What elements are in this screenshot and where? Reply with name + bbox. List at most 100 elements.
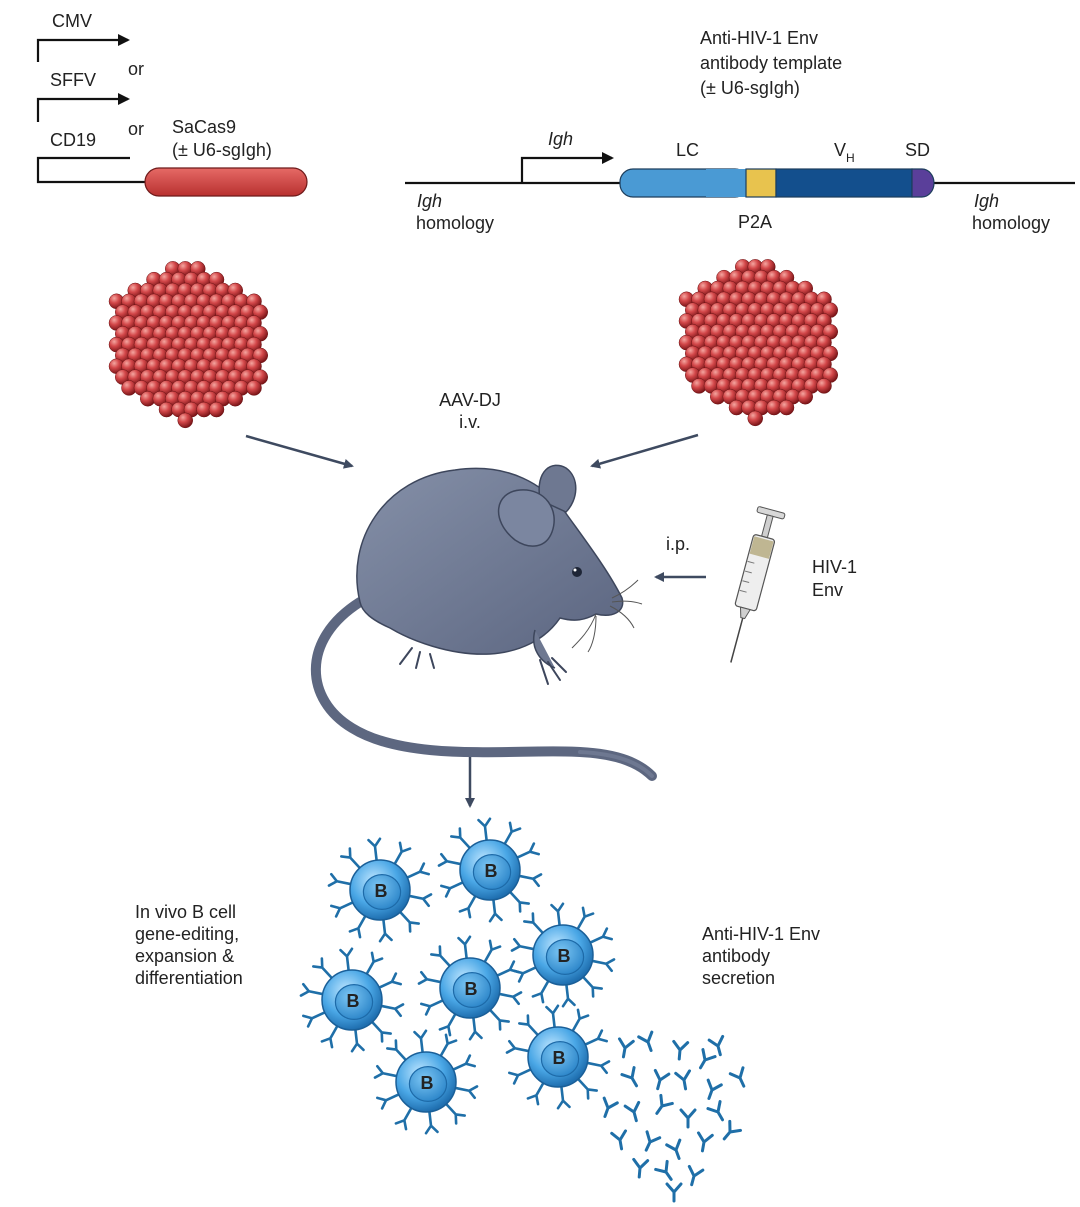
capsid-subunit: [246, 380, 262, 396]
surface-antibody: [510, 937, 535, 952]
iv-label: i.v.: [459, 412, 481, 432]
secreted-antibody: [722, 1119, 743, 1141]
template-title-2: antibody template: [700, 53, 842, 73]
secreted-antibody: [632, 1157, 650, 1179]
secreted-antibody: [617, 1037, 635, 1059]
secreted-antibody: [653, 1068, 671, 1091]
arrow-right-capsid-to-mouse: [590, 433, 699, 469]
surface-antibody: [586, 1060, 611, 1075]
surface-antibody: [380, 1003, 405, 1018]
cd19-promoter: [36, 156, 148, 184]
sffv-label: SFFV: [50, 70, 96, 90]
igh-homology-left-1: Igh: [417, 191, 442, 211]
surface-antibody: [437, 852, 462, 867]
sacas9-gene-bar: [144, 167, 308, 197]
b-cell-letter: B: [347, 991, 360, 1011]
surface-antibody: [451, 1054, 476, 1071]
b-cell-letter: B: [375, 881, 388, 901]
b-cell: B: [510, 902, 616, 1008]
surface-antibody: [477, 817, 492, 842]
capsid-subunit: [816, 378, 832, 394]
capsid-subunit: [778, 399, 795, 416]
surface-antibody: [591, 958, 616, 973]
surface-antibody: [405, 862, 430, 879]
p2a-segment: [745, 168, 777, 198]
surface-antibody: [561, 983, 576, 1008]
mouse-ear-front: [498, 489, 555, 547]
sacas9-sub-label: (± U6-sgIgh): [172, 140, 272, 160]
mouse-whiskers: [571, 579, 643, 653]
surface-antibody: [377, 972, 402, 989]
secreted-antibody: [706, 1100, 724, 1122]
capsid-subunit: [208, 401, 225, 418]
arrow-left-capsid-to-mouse: [245, 434, 354, 469]
surface-antibody: [439, 1033, 458, 1058]
surface-antibody: [454, 1085, 479, 1100]
surface-antibody: [515, 842, 540, 859]
secreted-antibody: [623, 1100, 641, 1123]
surface-antibody: [518, 1014, 540, 1037]
ip-label: i.p.: [666, 534, 690, 554]
surface-antibody: [420, 999, 445, 1016]
antibody-outcome-line-3: secretion: [702, 968, 775, 988]
vh-label: VH: [834, 140, 855, 165]
surface-antibody: [444, 1102, 466, 1125]
surface-antibody: [468, 1016, 483, 1041]
hiv-env-label-1: HIV-1: [812, 557, 857, 577]
b-cell-letter: B: [421, 1073, 434, 1093]
b-cell: B: [373, 1029, 479, 1135]
mouse-front-paw: [539, 657, 567, 685]
surface-antibody: [340, 847, 362, 870]
secreted-antibody: [696, 1131, 714, 1153]
secreted-antibody: [655, 1093, 674, 1115]
secreted-antibody: [644, 1130, 662, 1152]
surface-antibody: [576, 906, 595, 931]
surface-antibody: [526, 1081, 545, 1106]
surface-antibody: [350, 1028, 365, 1053]
mouse-eye: [572, 567, 582, 577]
surface-antibody: [458, 894, 477, 919]
secreted-antibody: [674, 1069, 692, 1091]
antibody-template-construct: Anti-HIV-1 Env antibody template (± U6-s…: [405, 28, 1075, 233]
surface-antibody: [556, 1085, 571, 1110]
surface-antibody: [495, 960, 520, 977]
lc-segment-fill: [706, 169, 748, 197]
surface-antibody: [498, 991, 523, 1006]
antibody-outcome-line-2: antibody: [702, 946, 770, 966]
sd-label: SD: [905, 140, 930, 160]
surface-antibody: [408, 893, 433, 908]
b-cell: B: [299, 947, 405, 1053]
surface-antibody: [398, 910, 420, 933]
secreted-antibody: [665, 1182, 683, 1203]
surface-antibody: [373, 1064, 398, 1079]
sacas9-label: SaCas9: [172, 117, 236, 137]
sd-segment: [911, 168, 935, 198]
secreted-antibody: [610, 1129, 628, 1151]
cas9-construct: CMV or SFFV or CD19 SaCas9 (± U6-sgIgh): [36, 11, 308, 197]
bcell-outcome-line-3: expansion &: [135, 946, 234, 966]
igh-promoter-arrow: [520, 152, 614, 183]
secreted-antibody: [665, 1138, 682, 1160]
surface-antibody: [370, 1020, 392, 1043]
cd19-label: CD19: [50, 130, 96, 150]
vh-segment: [775, 168, 913, 198]
b-cell-letter: B: [553, 1048, 566, 1068]
b-cell: B: [505, 1004, 611, 1110]
surface-antibody: [588, 927, 613, 944]
surface-antibody: [367, 837, 382, 862]
surface-antibody: [438, 1012, 457, 1037]
surface-antibody: [545, 1004, 560, 1029]
surface-antibody: [505, 1039, 530, 1054]
b-cell-letter: B: [485, 861, 498, 881]
bcell-outcome-line-4: differentiation: [135, 968, 243, 988]
secreted-antibody: [602, 1096, 619, 1118]
surface-antibody: [299, 982, 324, 997]
b-cell-nucleus: [545, 938, 585, 975]
surface-antibody: [327, 872, 352, 887]
surface-antibody: [550, 902, 565, 927]
template-title-3: (± U6-sgIgh): [700, 78, 800, 98]
mouse-body: [356, 467, 624, 655]
surface-antibody: [376, 1093, 401, 1110]
surface-antibody: [508, 890, 530, 913]
surface-antibody: [424, 1110, 439, 1135]
